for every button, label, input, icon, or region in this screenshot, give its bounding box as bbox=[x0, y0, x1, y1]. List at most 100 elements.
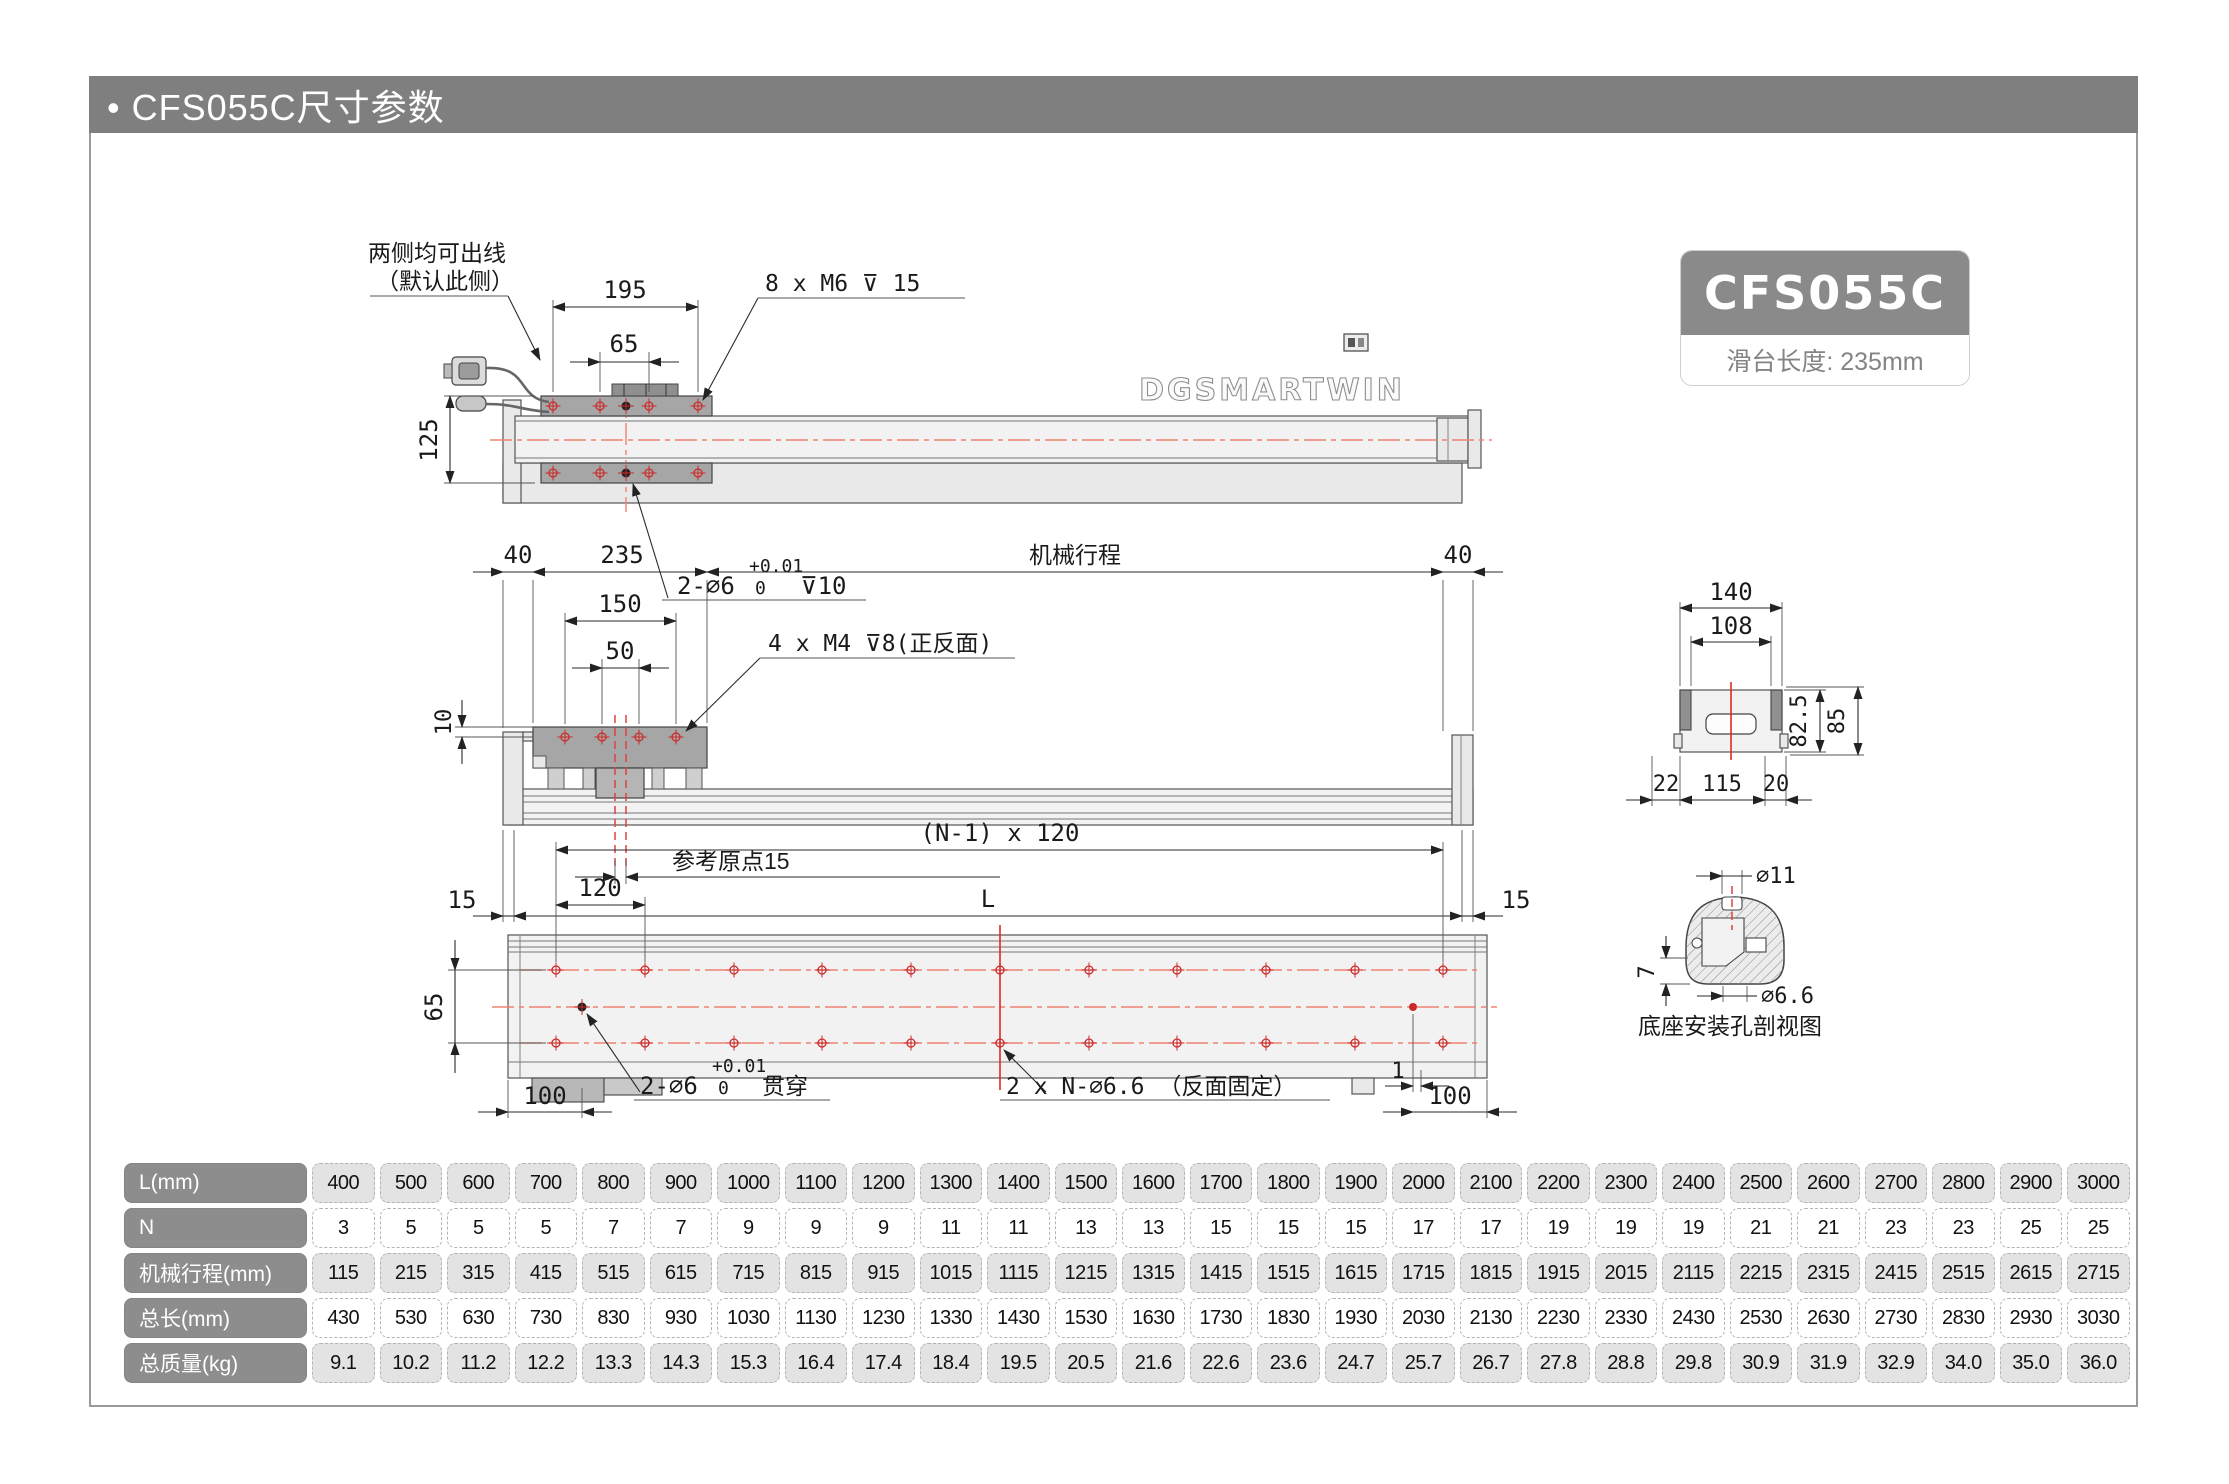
table-cell: 17.4 bbox=[852, 1343, 915, 1383]
table-cell: 2530 bbox=[1729, 1298, 1792, 1338]
side-view-left-cap bbox=[502, 731, 524, 826]
table-cell: 36.0 bbox=[2067, 1343, 2130, 1383]
table-cell: 1330 bbox=[919, 1298, 982, 1338]
dim-1: 1 bbox=[1391, 1059, 1404, 1084]
table-cell: 35.0 bbox=[1999, 1343, 2062, 1383]
table-cell: 2330 bbox=[1594, 1298, 1657, 1338]
detail-view: ∅11 ∅6.6 7 底座安装孔剖视图 bbox=[1635, 864, 1822, 1039]
table-cell: 9.1 bbox=[312, 1343, 375, 1383]
brand-logo: DGSMARTWIN bbox=[1139, 373, 1405, 408]
table-cell: 2930 bbox=[1999, 1298, 2062, 1338]
table-cell: 5 bbox=[447, 1208, 510, 1248]
table-cell: 25 bbox=[2067, 1208, 2130, 1248]
table-cell: 2830 bbox=[1932, 1298, 1995, 1338]
table-cell: 2215 bbox=[1729, 1253, 1792, 1293]
mount-note: 2 x N-∅6.6 （反面固定） bbox=[1006, 1074, 1296, 1100]
dim-100-right-group: 100 bbox=[1383, 1080, 1517, 1118]
table-cell: 2230 bbox=[1527, 1298, 1590, 1338]
table-cell: 1030 bbox=[717, 1298, 780, 1338]
table-cell: 27.8 bbox=[1527, 1343, 1590, 1383]
table-cell: 915 bbox=[852, 1253, 915, 1293]
table-cell: 2600 bbox=[1797, 1163, 1860, 1203]
m6-note-group: 8 x M6 ⊽ 15 bbox=[702, 271, 965, 401]
stroke-label: 机械行程 bbox=[1029, 542, 1121, 568]
table-cell: 2115 bbox=[1662, 1253, 1725, 1293]
model-badge-subtitle: 滑台长度: 235mm bbox=[1681, 335, 1969, 385]
table-cell: 2400 bbox=[1662, 1163, 1725, 1203]
dim-235: 235 bbox=[600, 541, 643, 569]
dim-10-group: 10 bbox=[432, 700, 533, 764]
dim-125-group: 125 bbox=[415, 395, 535, 484]
table-cell: 19 bbox=[1527, 1208, 1590, 1248]
pitch-formula: (N-1) x 120 bbox=[921, 819, 1080, 847]
dim-85-group: 85 bbox=[1786, 686, 1864, 756]
table-cell: 11 bbox=[987, 1208, 1050, 1248]
table-cell: 1615 bbox=[1324, 1253, 1387, 1293]
dim-d11-group: ∅11 bbox=[1696, 864, 1796, 894]
table-cell: 3 bbox=[312, 1208, 375, 1248]
table-cell: 2100 bbox=[1459, 1163, 1522, 1203]
table-cell: 2700 bbox=[1864, 1163, 1927, 1203]
table-cell: 1900 bbox=[1324, 1163, 1387, 1203]
table-cell: 21 bbox=[1729, 1208, 1792, 1248]
table-cell: 5 bbox=[514, 1208, 577, 1248]
table-cell: 2900 bbox=[1999, 1163, 2062, 1203]
table-cell: 23 bbox=[1932, 1208, 1995, 1248]
model-badge-header: CFS055C bbox=[1681, 251, 1969, 335]
table-cell: 800 bbox=[582, 1163, 645, 1203]
table-cell: 1315 bbox=[1122, 1253, 1185, 1293]
table-cell: 9 bbox=[784, 1208, 847, 1248]
table-cell: 26.7 bbox=[1459, 1343, 1522, 1383]
table-cell: 9 bbox=[717, 1208, 780, 1248]
origin-note-group: 参考原点15 bbox=[575, 848, 1000, 884]
side-top-dims: 40 235 机械行程 40 bbox=[473, 541, 1503, 731]
table-cell: 1115 bbox=[987, 1253, 1050, 1293]
bottom-dowel-tol-upper: +0.01 bbox=[712, 1056, 766, 1077]
bottom-dowel-callout: 2-∅6 +0.01 0 贯穿 bbox=[586, 1013, 830, 1101]
dim-100-left-group: 100 bbox=[478, 1080, 612, 1118]
cable-note-line2: （默认此侧） bbox=[376, 268, 514, 294]
table-cell: 1830 bbox=[1257, 1298, 1320, 1338]
table-cell: 31.9 bbox=[1797, 1343, 1860, 1383]
table-cell: 1430 bbox=[987, 1298, 1050, 1338]
dim-L: L bbox=[981, 885, 995, 913]
side-bottom-dims: 15 L 15 bbox=[448, 830, 1531, 922]
table-cell: 2630 bbox=[1797, 1298, 1860, 1338]
origin-note: 参考原点15 bbox=[672, 848, 790, 874]
table-cell: 930 bbox=[649, 1298, 712, 1338]
dim-85: 85 bbox=[1825, 708, 1850, 735]
table-cell: 1930 bbox=[1324, 1298, 1387, 1338]
cable-note-line1: 两侧均可出线 bbox=[368, 240, 506, 266]
dim-20: 20 bbox=[1763, 772, 1790, 797]
bottom-view: (N-1) x 120 120 65 100 bbox=[420, 819, 1517, 1118]
table-cell: 23 bbox=[1864, 1208, 1927, 1248]
table-cell: 10.2 bbox=[379, 1343, 442, 1383]
dim-65-group: 65 bbox=[570, 330, 679, 392]
cable-2 bbox=[485, 402, 550, 414]
mount-note-group: 2 x N-∅6.6 （反面固定） bbox=[1000, 1049, 1330, 1101]
table-cell: 25 bbox=[1999, 1208, 2062, 1248]
table-cell: 19 bbox=[1594, 1208, 1657, 1248]
m6-thread-note: 8 x M6 ⊽ 15 bbox=[765, 271, 920, 297]
table-cell: 15 bbox=[1324, 1208, 1387, 1248]
table-cell: 815 bbox=[784, 1253, 847, 1293]
dim-1-group: 1 bbox=[1385, 1014, 1449, 1092]
dim-15-right: 15 bbox=[1502, 886, 1531, 914]
table-cell: 2315 bbox=[1797, 1253, 1860, 1293]
table-cell: 15.3 bbox=[717, 1343, 780, 1383]
table-cell: 5 bbox=[379, 1208, 442, 1248]
table-cell: 900 bbox=[649, 1163, 712, 1203]
table-cell: 2500 bbox=[1729, 1163, 1792, 1203]
table-cell: 16.4 bbox=[784, 1343, 847, 1383]
table-cell: 1515 bbox=[1257, 1253, 1320, 1293]
table-cell: 29.8 bbox=[1662, 1343, 1725, 1383]
dim-22: 22 bbox=[1653, 772, 1680, 797]
sensor-block bbox=[1343, 333, 1369, 352]
table-cell: 1730 bbox=[1189, 1298, 1252, 1338]
table-cell: 22.6 bbox=[1189, 1343, 1252, 1383]
dim-140: 140 bbox=[1709, 578, 1752, 606]
bottom-dowel-through: 贯穿 bbox=[762, 1073, 808, 1099]
